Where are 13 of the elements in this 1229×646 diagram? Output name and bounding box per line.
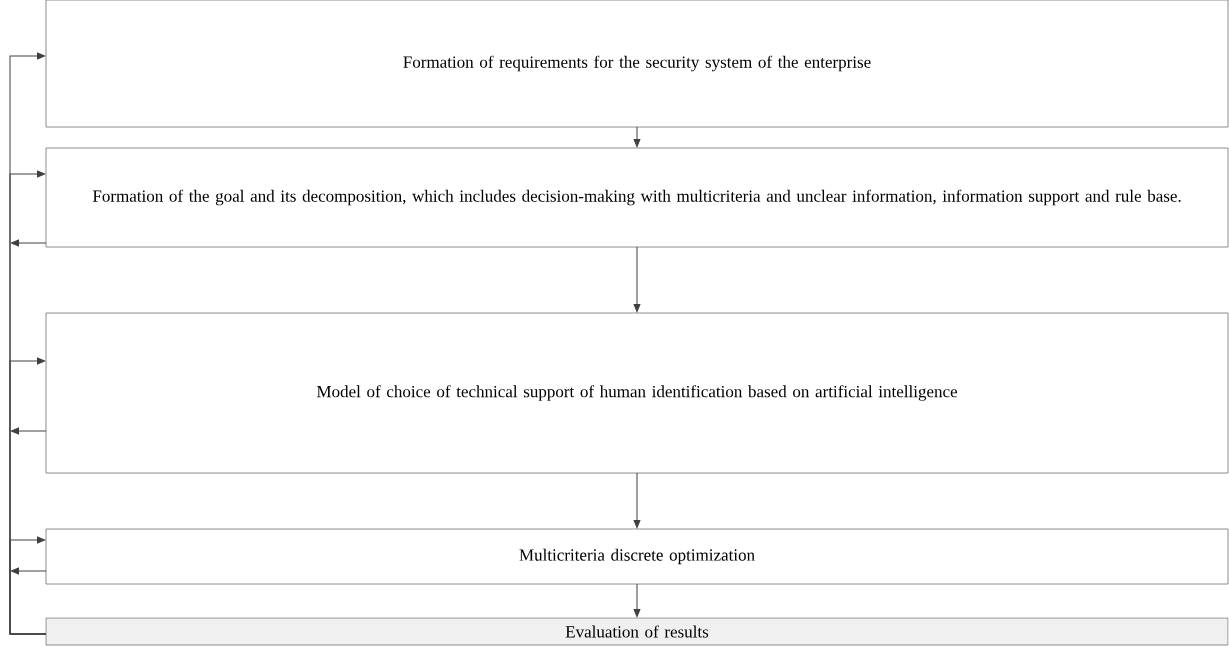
arrow xyxy=(10,239,47,247)
process-box: Model of choice of technical support of human identification based on artificial intelligence xyxy=(45,312,1229,474)
process-box: Multicriteria discrete optimization xyxy=(45,528,1229,585)
arrow xyxy=(633,246,641,313)
arrow xyxy=(633,583,641,618)
arrow xyxy=(633,126,641,148)
arrow xyxy=(9,536,47,635)
process-box: Evaluation of results xyxy=(45,617,1229,646)
process-box: Formation of requirements for the security system of the enterprise xyxy=(45,0,1229,128)
process-box: Formation of the goal and its decomposition, which includes decision-making with multicriteria and unclear information, information support and rule base. xyxy=(45,147,1229,248)
arrow xyxy=(10,427,47,435)
arrow xyxy=(10,567,47,575)
arrow xyxy=(633,472,641,529)
